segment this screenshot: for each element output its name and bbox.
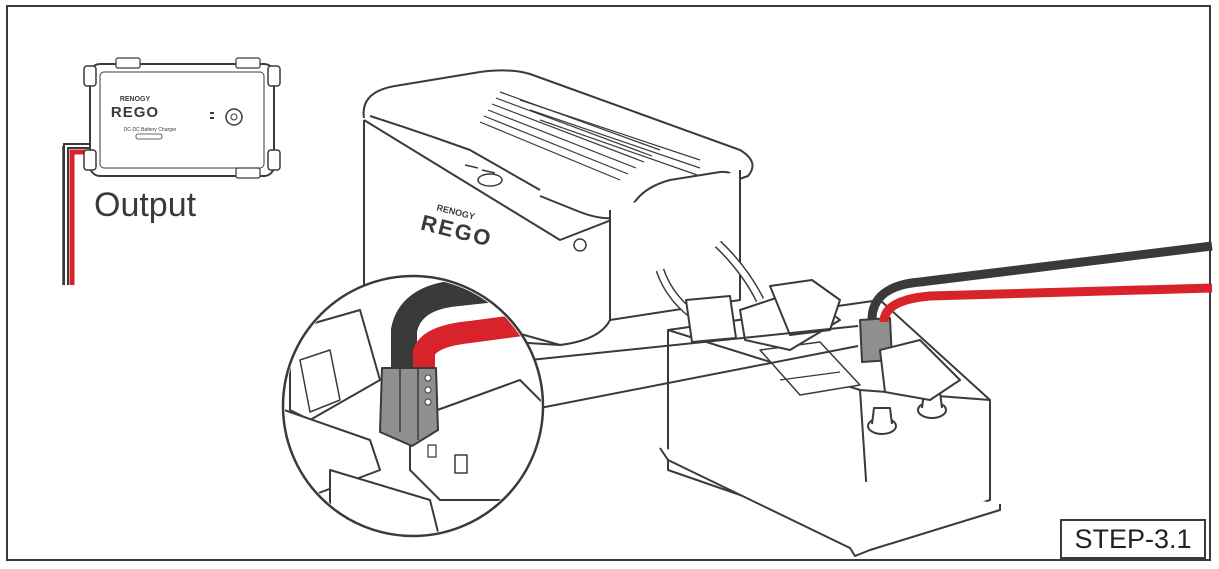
charger-brand-text: RENOGY (120, 96, 151, 103)
external-wires (867, 241, 1213, 323)
magnified-detail (281, 274, 545, 538)
dc-dc-charger: RENOGY REGO DC-DC Battery Charger (83, 57, 281, 179)
output-label: Output (94, 186, 197, 224)
zoom-callout-lines (529, 325, 859, 409)
charger-model-text: REGO (111, 104, 159, 121)
charger-subtitle-text: DC-DC Battery Charger (124, 127, 177, 133)
anderson-connector (379, 367, 439, 447)
diagram-frame (6, 5, 1211, 561)
charger-dial-icon (225, 108, 243, 126)
step-badge: STEP-3.1 (1060, 519, 1206, 559)
